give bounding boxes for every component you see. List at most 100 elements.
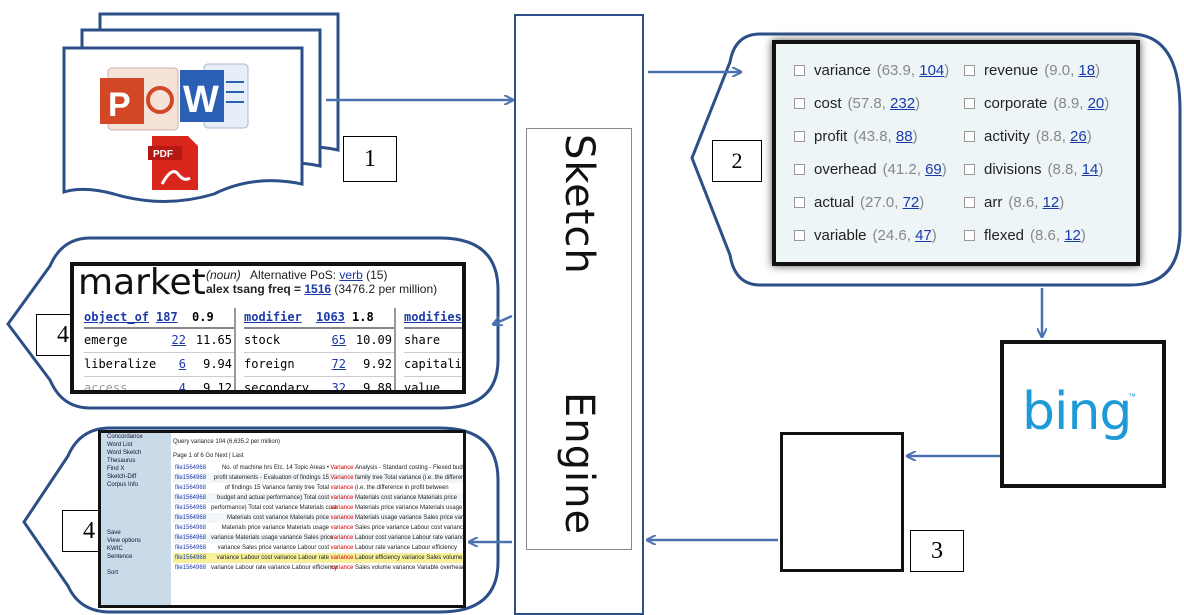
- keyword-freq-link[interactable]: 12: [1064, 227, 1081, 244]
- concordance-file-link[interactable]: file1564968: [175, 515, 207, 521]
- concordance-file-link[interactable]: file1564968: [175, 535, 207, 541]
- concordance-keyword[interactable]: Variance: [330, 475, 354, 481]
- collocate-freq[interactable]: 32: [331, 381, 346, 394]
- sidebar-item[interactable]: Corpus Info: [107, 482, 139, 488]
- collocate-row[interactable]: value: [404, 377, 462, 394]
- collocate-word: access: [84, 381, 128, 394]
- collocate-row[interactable]: capitaliza: [404, 353, 462, 377]
- keyword-word: corporate: [984, 95, 1048, 112]
- sidebar-item[interactable]: Word List: [107, 442, 133, 448]
- keyword-score: (24.6, 47): [873, 227, 937, 244]
- sidebar-item[interactable]: View options: [107, 538, 141, 544]
- keyword-checkbox[interactable]: [964, 197, 975, 208]
- gramrel-table: modifies sharecapitaliza value: [404, 308, 462, 394]
- sidebar-item[interactable]: Thesaurus: [107, 458, 136, 464]
- gramrel-name[interactable]: modifier: [244, 310, 302, 324]
- keyword-checkbox[interactable]: [964, 164, 975, 175]
- gramrel-count[interactable]: 1063: [316, 310, 345, 324]
- sidebar-item[interactable]: Find X: [107, 466, 125, 472]
- collocate-freq[interactable]: 22: [171, 333, 186, 347]
- keyword-checkbox[interactable]: [794, 197, 805, 208]
- gramrel-name[interactable]: object_of: [84, 310, 150, 324]
- collocate-freq[interactable]: 72: [331, 357, 346, 371]
- keyword-freq-link[interactable]: 69: [925, 161, 942, 178]
- keyword-freq-link[interactable]: 20: [1087, 95, 1105, 112]
- keyword-score: (43.8, 88): [853, 128, 917, 145]
- keyword-freq-link[interactable]: 72: [902, 194, 920, 211]
- keyword-checkbox[interactable]: [794, 98, 805, 109]
- concordance-file-link[interactable]: file1564968: [175, 565, 207, 571]
- keyword-score: (27.0, 72): [860, 194, 924, 211]
- concordance-file-link[interactable]: file1564968: [175, 545, 207, 551]
- sidebar-item: [101, 489, 171, 497]
- concordance-left-context: of findings 15 Variance family tree Tota…: [224, 485, 329, 491]
- keyword-row: actual(27.0, 72): [794, 186, 949, 219]
- keyword-checkbox[interactable]: [964, 65, 975, 76]
- keyword-freq-link[interactable]: 26: [1070, 128, 1087, 145]
- concordance-file-link[interactable]: file1564968: [175, 495, 207, 501]
- headword: market: [78, 262, 206, 303]
- keyword-checkbox[interactable]: [964, 131, 975, 142]
- keyword-freq-link[interactable]: 88: [895, 128, 913, 145]
- concordance-file-link[interactable]: file1564968: [175, 525, 207, 531]
- concordance-keyword[interactable]: variance: [330, 505, 354, 511]
- keyword-checkbox[interactable]: [794, 230, 805, 241]
- keyword-score: (57.8, 232): [848, 95, 921, 112]
- collocate-freq[interactable]: 4: [178, 381, 186, 394]
- collocate-word: value: [404, 381, 441, 394]
- concordance-keyword[interactable]: variance: [330, 485, 354, 491]
- collocate-row[interactable]: access 4 9.12: [84, 377, 234, 394]
- sidebar-item[interactable]: Save: [107, 530, 121, 536]
- concordance-keyword[interactable]: Variance: [330, 465, 354, 471]
- sidebar-item[interactable]: Concordance: [107, 434, 143, 440]
- sidebar-item[interactable]: Sort: [107, 570, 119, 576]
- concordance-file-link[interactable]: file1564968: [175, 555, 207, 561]
- powerpoint-icon: P: [100, 67, 179, 131]
- collocate-score: 9.12: [203, 381, 232, 394]
- concordance-keyword[interactable]: variance: [330, 515, 354, 521]
- collocate-freq[interactable]: 65: [331, 333, 346, 347]
- concordance-keyword[interactable]: variance: [330, 555, 354, 561]
- keyword-checkbox[interactable]: [794, 131, 805, 142]
- collocate-freq[interactable]: 6: [178, 357, 186, 371]
- keyword-freq-link[interactable]: 12: [1042, 194, 1060, 211]
- sidebar-item[interactable]: Sketch-Diff: [107, 474, 137, 480]
- concordance-file-link[interactable]: file1564968: [175, 485, 207, 491]
- keyword-freq-link[interactable]: 14: [1081, 161, 1099, 178]
- concordance-keyword[interactable]: variance: [330, 495, 354, 501]
- gramrel-count[interactable]: 187: [156, 310, 178, 324]
- pdf-icon: PDF: [148, 136, 198, 190]
- concordance-file-link[interactable]: file1564968: [175, 505, 207, 511]
- gramrel-name[interactable]: modifies: [404, 310, 462, 324]
- keyword-score-value: (43.8,: [853, 128, 896, 145]
- concordance-keyword[interactable]: variance: [330, 525, 354, 531]
- concordance-pager[interactable]: Page 1 of 6 Go Next | Last: [173, 453, 244, 459]
- keyword-checkbox[interactable]: [794, 65, 805, 76]
- keyword-word: profit: [814, 128, 848, 145]
- concordance-keyword[interactable]: variance: [330, 565, 354, 571]
- sidebar-item[interactable]: Sentence: [107, 554, 133, 560]
- keyword-freq-link[interactable]: 18: [1078, 62, 1096, 79]
- keyword-freq-link[interactable]: 104: [919, 62, 945, 79]
- concordance-file-link[interactable]: file1564968: [175, 465, 207, 471]
- concordance-left-context: profit statements - Evaluation of findin…: [213, 475, 329, 481]
- freq-value[interactable]: 1516: [304, 282, 332, 296]
- step-2-label: 2: [712, 140, 762, 182]
- keyword-freq-link[interactable]: 232: [890, 95, 916, 112]
- concordance-keyword[interactable]: variance: [330, 545, 354, 551]
- sidebar-item[interactable]: Word Sketch: [107, 450, 142, 456]
- collocate-row[interactable]: share: [404, 329, 462, 353]
- keyword-checkbox[interactable]: [794, 164, 805, 175]
- keyword-checkbox[interactable]: [964, 230, 975, 241]
- keyword-freq-link[interactable]: 47: [915, 227, 932, 244]
- keyword-checkbox[interactable]: [964, 98, 975, 109]
- sidebar-item[interactable]: KWIC: [107, 546, 123, 552]
- alt-pos-link[interactable]: verb: [339, 268, 363, 282]
- concordance-keyword[interactable]: variance: [330, 535, 354, 541]
- concordance-file-link[interactable]: file1564968: [175, 475, 207, 481]
